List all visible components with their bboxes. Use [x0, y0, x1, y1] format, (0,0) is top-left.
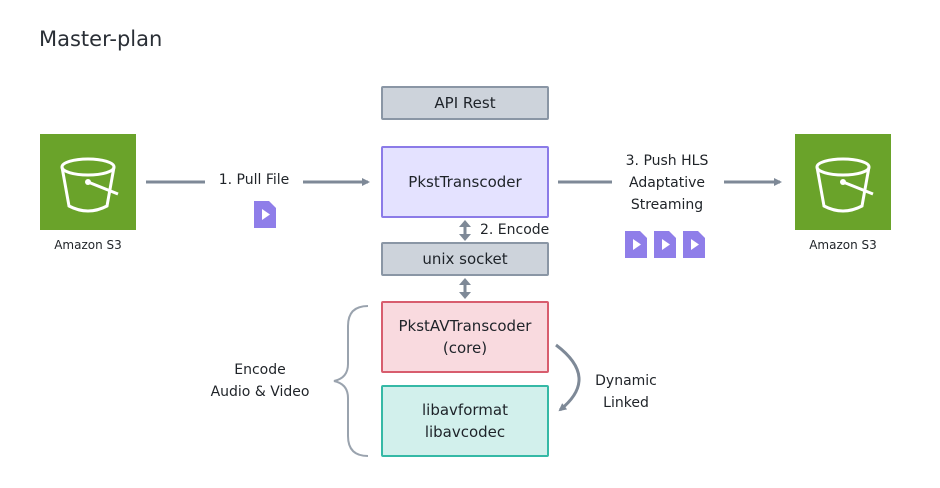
s3-left-tile: [40, 134, 136, 230]
video-file-icon: [683, 231, 705, 258]
video-file-icon: [654, 231, 676, 258]
page-title: Master-plan: [39, 27, 163, 51]
bucket-icon: [815, 157, 874, 213]
video-file-icon: [254, 201, 276, 228]
s3-right-label: Amazon S3: [809, 238, 877, 252]
pull-file-label: 1. Pull File: [218, 172, 290, 188]
bucket-icon: [60, 157, 119, 213]
s3-right-tile: [795, 134, 891, 230]
libav-box: libavformat libavcodec: [381, 385, 549, 457]
dynamic-linked-label: Dynamic Linked: [595, 373, 657, 411]
api-rest-box: API Rest: [381, 86, 549, 120]
encode-label: 2. Encode: [480, 222, 550, 238]
pkst-transcoder-box: PkstTranscoder: [381, 146, 549, 218]
socket-bidir-arrow: [459, 278, 471, 299]
encode-av-label: Encode Audio & Video: [210, 362, 310, 400]
push-hls-label: 3. Push HLS Adaptative Streaming: [625, 153, 709, 213]
dynamic-link-curve: [555, 343, 581, 412]
unix-socket-box: unix socket: [381, 242, 549, 276]
video-file-icon: [625, 231, 647, 258]
s3-left-label: Amazon S3: [54, 238, 122, 252]
pkst-av-transcoder-box: PkstAVTranscoder (core): [381, 301, 549, 373]
encode-brace: [333, 305, 369, 457]
encode-bidir-arrow: [459, 220, 471, 241]
